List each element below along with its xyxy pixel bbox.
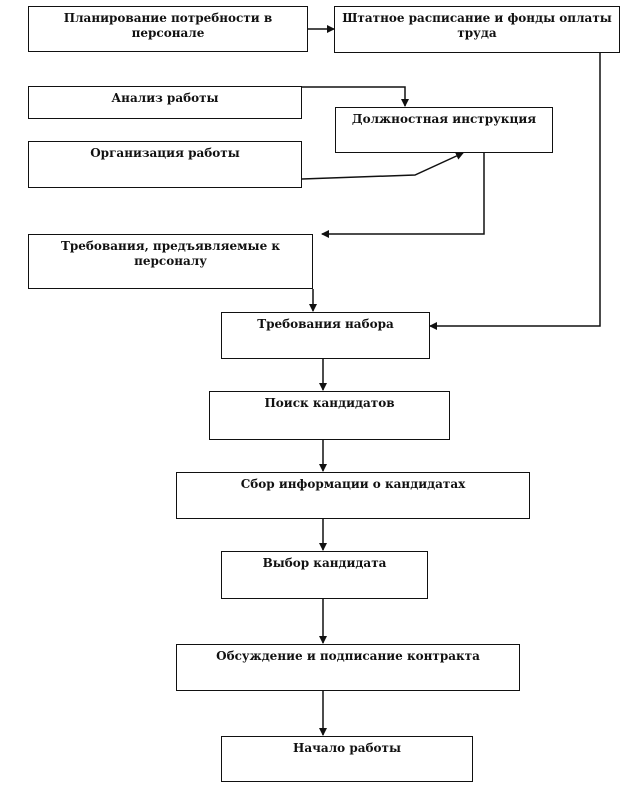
description-to-requirements-arrow <box>321 153 485 238</box>
candidate-search-label: Поиск кандидатов <box>264 396 395 410</box>
job-description-label: Должностная инструкция <box>351 112 537 126</box>
recruitment-requirements-label: Требования набора <box>257 317 394 331</box>
contract-box: Обсуждение и подписание контракта <box>176 644 520 691</box>
start-work-label: Начало работы <box>293 741 401 755</box>
personnel-requirements-box: Требования, предъявляемые к персоналу <box>28 234 313 289</box>
work-organization-box: Организация работы <box>28 141 302 188</box>
start-work-box: Начало работы <box>221 736 473 782</box>
job-description-box: Должностная инструкция <box>335 107 553 153</box>
staffing-box: Штатное расписание и фонды оплаты труда <box>334 6 620 53</box>
organization-to-description-arrow <box>301 152 464 180</box>
candidate-search-box: Поиск кандидатов <box>209 391 450 440</box>
job-analysis-box: Анализ работы <box>28 86 302 119</box>
work-organization-label: Организация работы <box>90 146 240 160</box>
job-analysis-label: Анализ работы <box>111 91 219 105</box>
info-collection-label: Сбор информации о кандидатах <box>240 477 466 491</box>
personnel-requirements-label: Требования, предъявляемые к персоналу <box>60 239 281 268</box>
planning-box: Планирование потребности в персонале <box>28 6 308 52</box>
info-collection-box: Сбор информации о кандидатах <box>176 472 530 519</box>
contract-label: Обсуждение и подписание контракта <box>216 649 480 663</box>
planning-label: Планирование потребности в персонале <box>63 11 273 40</box>
recruitment-requirements-box: Требования набора <box>221 312 430 359</box>
candidate-selection-label: Выбор кандидата <box>262 556 387 570</box>
staffing-label: Штатное расписание и фонды оплаты труда <box>342 11 612 40</box>
staffing-to-recruitment-arrow <box>429 53 601 330</box>
analysis-to-description-arrow <box>302 86 409 107</box>
candidate-selection-box: Выбор кандидата <box>221 551 428 599</box>
